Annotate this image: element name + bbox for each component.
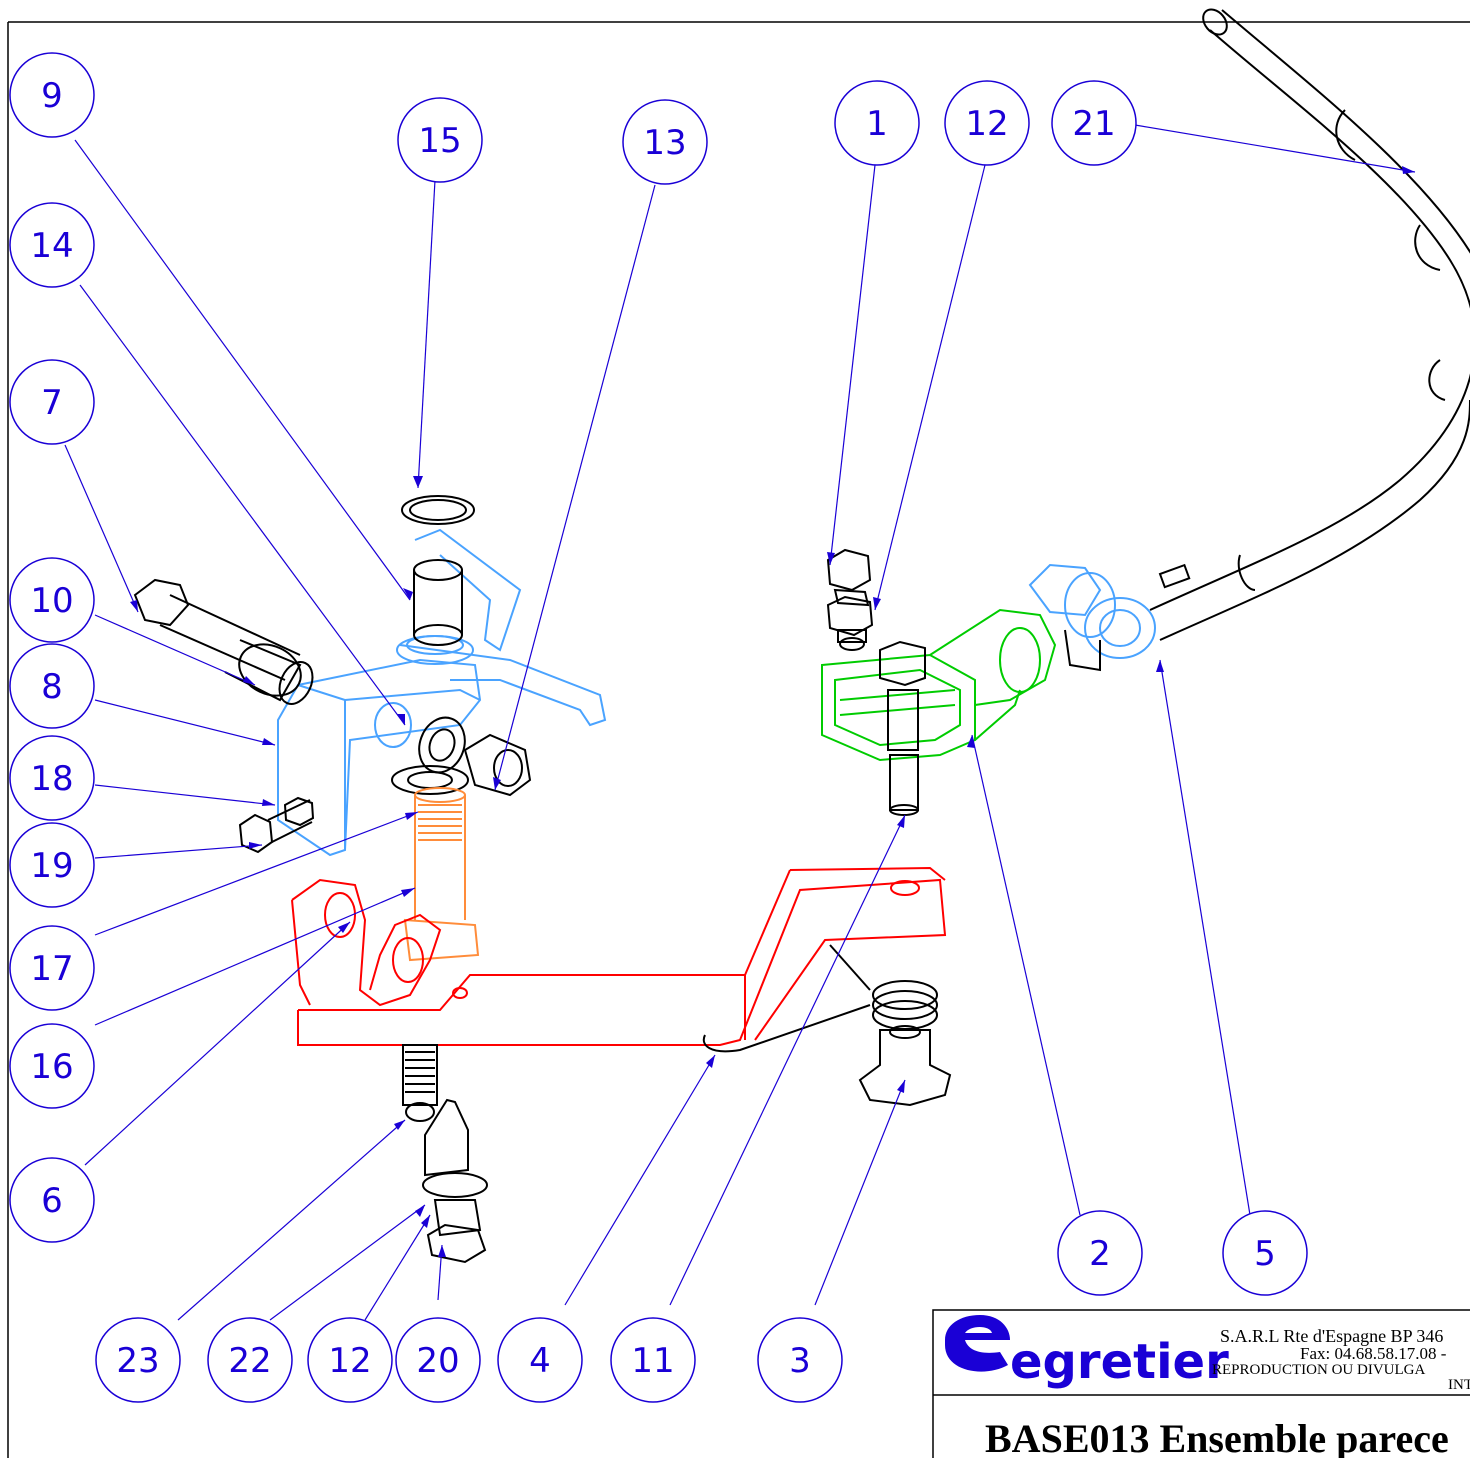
address-line: S.A.R.L Rte d'Espagne BP 346 bbox=[1220, 1326, 1443, 1346]
callout-balloon-16: 16 bbox=[9, 1023, 95, 1109]
leader-arrowheads bbox=[130, 166, 1415, 1257]
callout-number: 13 bbox=[643, 123, 686, 163]
callout-balloon-22: 22 bbox=[207, 1317, 293, 1403]
callout-circle bbox=[95, 1317, 181, 1403]
callout-number: 22 bbox=[228, 1341, 271, 1381]
callout-number: 2 bbox=[1089, 1234, 1111, 1274]
callout-circle bbox=[944, 80, 1030, 166]
callout-circle bbox=[9, 202, 95, 288]
callout-number: 12 bbox=[965, 104, 1008, 144]
callout-number: 11 bbox=[631, 1341, 674, 1381]
callout-number: 21 bbox=[1072, 104, 1115, 144]
threaded-pin-part bbox=[403, 787, 480, 962]
callout-balloon-5: 5 bbox=[1222, 1210, 1308, 1296]
callout-balloon-8: 8 bbox=[9, 643, 95, 729]
sleeve-part bbox=[413, 559, 463, 646]
callout-circle bbox=[9, 925, 95, 1011]
callout-balloon-1: 1 bbox=[834, 80, 920, 166]
callout-balloon-17: 17 bbox=[9, 925, 95, 1011]
callout-number: 1 bbox=[866, 104, 888, 144]
callout-circle bbox=[9, 643, 95, 729]
logo-wordmark: egretier bbox=[1010, 1334, 1229, 1390]
notice-line-2: INT bbox=[1448, 1377, 1470, 1393]
callout-balloon-2: 2 bbox=[1057, 1210, 1143, 1296]
callout-balloon-6: 6 bbox=[9, 1157, 95, 1243]
callout-number: 17 bbox=[30, 949, 73, 989]
callout-balloon-20: 20 bbox=[395, 1317, 481, 1403]
callout-circle bbox=[1222, 1210, 1308, 1296]
callout-circle bbox=[497, 1317, 583, 1403]
callout-balloon-11: 11 bbox=[610, 1317, 696, 1403]
callout-circle bbox=[834, 80, 920, 166]
callout-balloons: 9 15 13 1 12 21 14 7 10 8 18 19 17 16 6 2 5 23 22 12 20 4 11 3 bbox=[9, 52, 1308, 1403]
callout-circle bbox=[610, 1317, 696, 1403]
callout-number: 3 bbox=[789, 1341, 811, 1381]
callout-balloon-18: 18 bbox=[9, 735, 95, 821]
callout-number: 15 bbox=[418, 121, 461, 161]
spring-part bbox=[702, 944, 952, 1107]
callout-balloon-12: 12 bbox=[307, 1317, 393, 1403]
bolt-part bbox=[133, 578, 314, 705]
callout-circle bbox=[9, 359, 95, 445]
callout-circle bbox=[9, 1023, 95, 1109]
callout-circle bbox=[9, 1157, 95, 1243]
callout-number: 4 bbox=[529, 1341, 551, 1381]
callout-number: 12 bbox=[328, 1341, 371, 1381]
callout-circle bbox=[1051, 80, 1137, 166]
callout-number: 6 bbox=[41, 1181, 63, 1221]
red-bracket-part bbox=[291, 866, 947, 1046]
notice-line: REPRODUCTION OU DIVULGA bbox=[1212, 1362, 1425, 1378]
callout-number: 18 bbox=[30, 759, 73, 799]
callout-number: 9 bbox=[41, 76, 63, 116]
callout-balloon-12: 12 bbox=[944, 80, 1030, 166]
callout-number: 16 bbox=[30, 1047, 73, 1087]
callout-balloon-3: 3 bbox=[757, 1317, 843, 1403]
fax-line: Fax: 04.68.58.17.08 - bbox=[1300, 1344, 1447, 1363]
callout-balloon-13: 13 bbox=[622, 99, 708, 185]
callout-number: 8 bbox=[41, 667, 63, 707]
callout-balloon-19: 19 bbox=[9, 822, 95, 908]
callout-balloon-15: 15 bbox=[397, 97, 483, 183]
callout-circle bbox=[395, 1317, 481, 1403]
o-ring-part bbox=[401, 495, 475, 525]
callout-circle bbox=[9, 735, 95, 821]
callout-number: 10 bbox=[30, 581, 73, 621]
callout-circle bbox=[1057, 1210, 1143, 1296]
callout-balloon-10: 10 bbox=[9, 557, 95, 643]
callout-number: 23 bbox=[116, 1341, 159, 1381]
clevis-bolt-part bbox=[879, 640, 926, 816]
callout-number: 5 bbox=[1254, 1234, 1276, 1274]
company-logo: egretier bbox=[945, 1315, 1229, 1390]
drawing-title: BASE013 Ensemble parece bbox=[985, 1416, 1449, 1458]
plunger-part bbox=[402, 1044, 488, 1264]
callout-number: 20 bbox=[416, 1341, 459, 1381]
blue-casting-part bbox=[277, 528, 607, 857]
leader-lines bbox=[64, 124, 1416, 1321]
callout-circle bbox=[397, 97, 483, 183]
callout-balloon-9: 9 bbox=[9, 52, 95, 138]
callout-circle bbox=[622, 99, 708, 185]
callout-number: 19 bbox=[30, 846, 73, 886]
callout-number: 7 bbox=[41, 383, 63, 423]
callout-balloon-7: 7 bbox=[9, 359, 95, 445]
green-clevis-part bbox=[821, 608, 1057, 762]
callout-circle bbox=[307, 1317, 393, 1403]
callout-balloon-21: 21 bbox=[1051, 80, 1137, 166]
callout-circle bbox=[9, 52, 95, 138]
callout-balloon-14: 14 bbox=[9, 202, 95, 288]
callout-number: 14 bbox=[30, 226, 73, 266]
callout-circle bbox=[9, 557, 95, 643]
callout-balloon-23: 23 bbox=[95, 1317, 181, 1403]
hose-part bbox=[1149, 8, 1470, 641]
callout-circle bbox=[207, 1317, 293, 1403]
callout-balloon-4: 4 bbox=[497, 1317, 583, 1403]
small-screw-part bbox=[238, 796, 315, 854]
hose-fitting-part bbox=[1028, 563, 1156, 672]
callout-circle bbox=[9, 822, 95, 908]
top-fitting-part bbox=[826, 548, 874, 651]
title-block: egretier S.A.R.L Rte d'Espagne BP 346 Fa… bbox=[932, 1309, 1470, 1458]
callout-circle bbox=[757, 1317, 843, 1403]
